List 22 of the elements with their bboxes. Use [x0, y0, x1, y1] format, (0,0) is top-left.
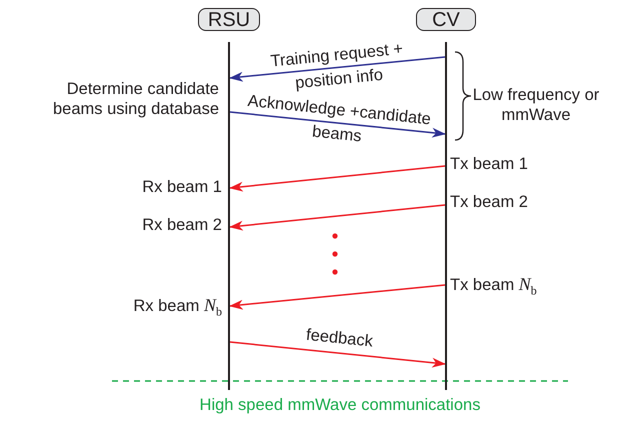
message-arrow: [229, 284, 446, 310]
annotation-text: Tx beam 2: [450, 193, 528, 213]
message-arrow: [229, 56, 446, 82]
message-arrow: [230, 111, 446, 138]
annotation-text: Tx beam N$_{b}$: [450, 274, 537, 298]
annotation-text: Rx beam 1: [142, 178, 222, 198]
message-arrow: [229, 165, 446, 192]
entity-box: CV: [416, 8, 476, 31]
lifeline: [445, 42, 447, 390]
message-arrow: [230, 341, 446, 368]
annotation-text: Low frequency or mmWave: [472, 86, 600, 126]
entity-box: RSU: [198, 8, 260, 31]
lifeline: [228, 42, 230, 390]
annotation-text: Tx beam 1: [450, 155, 528, 175]
annotation-text: Rx beam 2: [142, 216, 222, 236]
edge-label: Training request + position info: [268, 38, 404, 94]
annotation-text: Determine candidate beams using database: [52, 80, 219, 120]
message-arrow: [229, 204, 446, 231]
edge-label: Acknowledge +candidate beams: [245, 92, 432, 148]
annotation-text: High speed mmWave communications: [200, 396, 480, 416]
annotation-text: Rx beam N$_{b}$: [133, 295, 222, 319]
edge-label: feedback: [304, 324, 374, 352]
